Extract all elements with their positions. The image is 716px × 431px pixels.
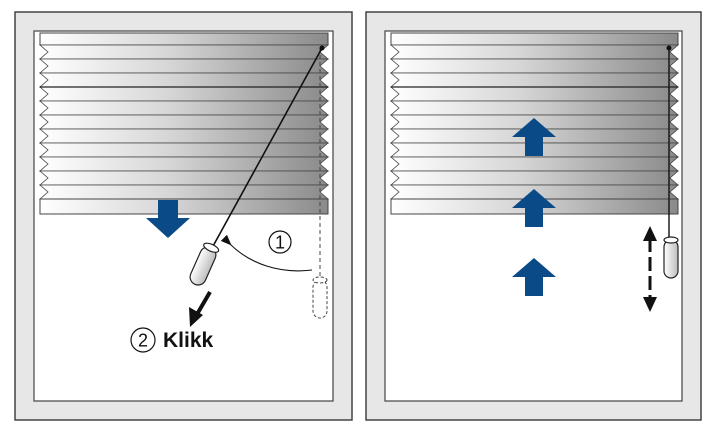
- blind-bottomrail: [39, 198, 329, 215]
- blind-pleat: [389, 44, 680, 60]
- blind-pleat: [38, 72, 330, 88]
- up-arrow-icon: [512, 258, 556, 296]
- cord-handle-icon: [663, 236, 679, 279]
- blind-pleat: [38, 170, 330, 186]
- blind-pleat: [38, 156, 330, 172]
- cord-handle-icon: [189, 242, 220, 286]
- step-two-number: 2: [138, 331, 148, 351]
- down-arrow-icon: [146, 200, 190, 238]
- step-one-badge: 1: [268, 230, 292, 254]
- step-two-label: Klikk: [163, 329, 214, 352]
- cord-original-position: [312, 48, 328, 319]
- up-down-arrow-icon: [643, 226, 657, 312]
- curved-arrow-icon: [220, 234, 313, 272]
- blind-pleat: [389, 100, 680, 116]
- blind-pleat: [38, 58, 330, 74]
- right-panel: [365, 11, 702, 421]
- blind-headrail: [39, 32, 329, 46]
- blind-pleat: [38, 184, 330, 200]
- cord-handle-ghost-icon: [312, 276, 328, 319]
- blind-pleat: [38, 86, 330, 102]
- blind-headrail: [390, 32, 679, 46]
- blind-pleat: [389, 72, 680, 88]
- left-panel: 1 2 Klikk: [14, 11, 353, 421]
- up-arrow-icon: [512, 118, 556, 156]
- up-arrow-icon: [512, 189, 556, 227]
- pleated-blind: [38, 32, 330, 215]
- pull-arrow-icon: [189, 290, 212, 327]
- blind-pleat: [38, 44, 330, 60]
- step-two-callout: 2 Klikk: [130, 327, 214, 353]
- blind-pleat: [38, 100, 330, 116]
- blind-pleat: [389, 58, 680, 74]
- cord-pulled: [189, 45, 325, 286]
- blind-pleat: [389, 86, 680, 102]
- cord-vertical: [663, 45, 679, 279]
- blind-pleat: [389, 156, 680, 172]
- blind-pleat: [38, 142, 330, 158]
- blind-pleat: [389, 170, 680, 186]
- blind-pleat: [38, 128, 330, 144]
- step-one-number: 1: [275, 233, 285, 253]
